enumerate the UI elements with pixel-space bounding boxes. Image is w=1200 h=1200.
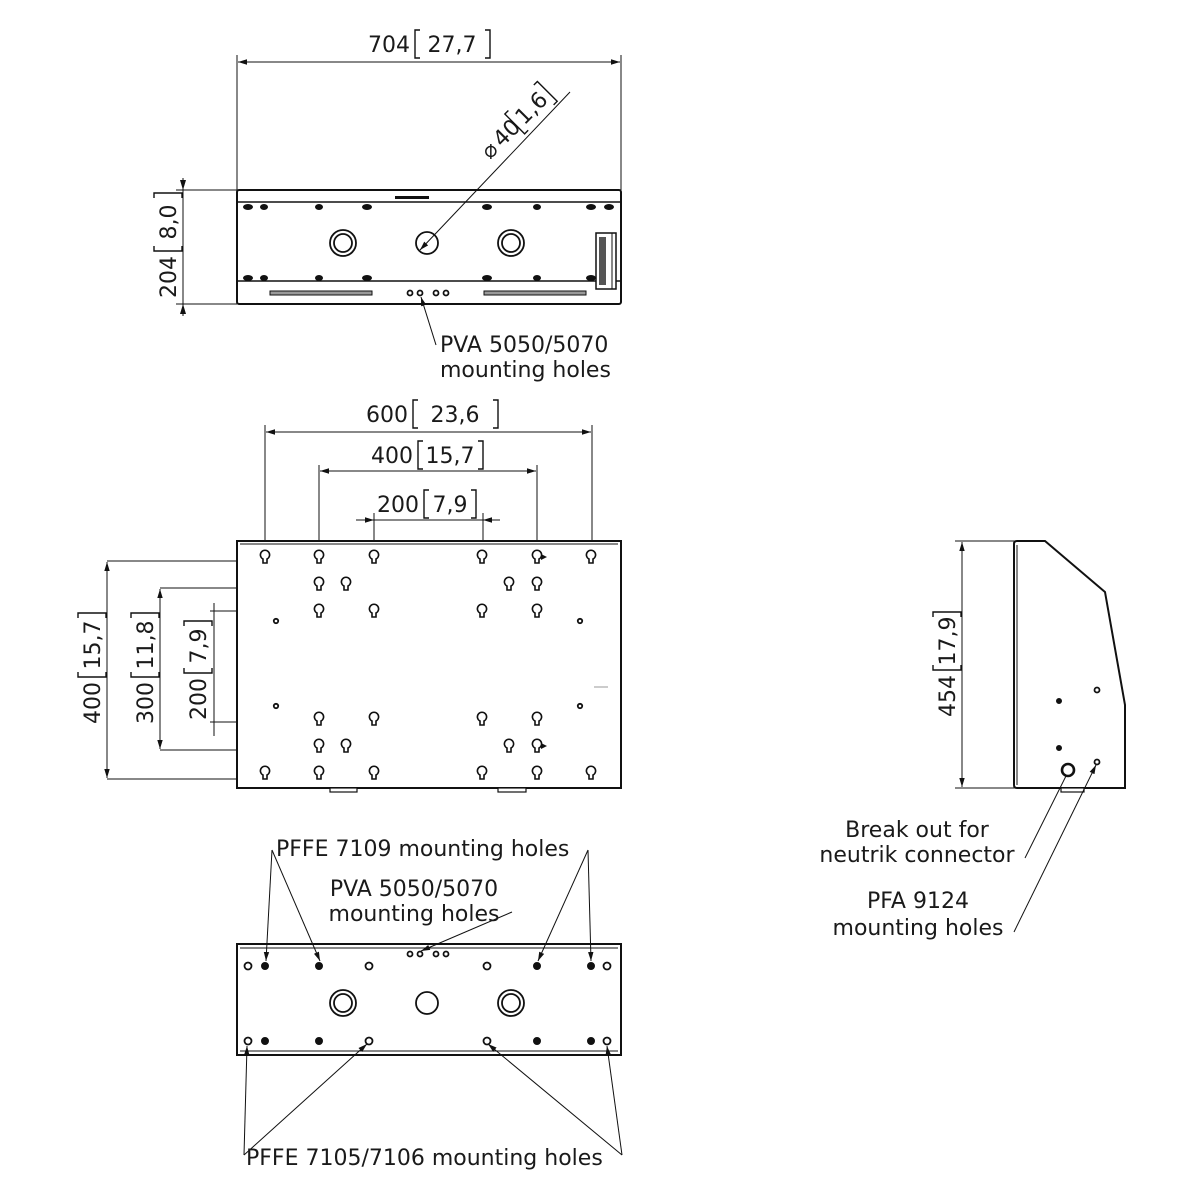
dim-value-inch: 27,7	[428, 33, 477, 58]
keyhole-icon	[585, 765, 597, 780]
big-holes	[329, 989, 525, 1017]
bottom-view: PFFE 7109 mounting holes PVA 5050/5070 m…	[236, 837, 623, 1171]
keyhole-icon	[476, 603, 488, 618]
dim-value-mm: 300	[134, 682, 159, 724]
dim-value-mm: 704	[368, 33, 410, 58]
keyhole-icon	[531, 576, 543, 591]
dim-value-inch: 17,9	[936, 617, 961, 666]
dim-value-inch: 7,9	[187, 629, 212, 664]
dim-value-mm: 200	[187, 678, 212, 720]
keyhole-icon	[259, 765, 271, 780]
keyhole-icon	[503, 738, 515, 753]
front-width-200-dimension: 200 7,9	[356, 489, 500, 550]
keyhole-icon	[368, 711, 380, 726]
pva-label-line1: PVA 5050/5070	[440, 333, 608, 358]
pffe-7109-label: PFFE 7109 mounting holes	[276, 837, 569, 862]
pva-label-line2: mounting holes	[440, 358, 611, 383]
keyhole-icon	[340, 576, 352, 591]
dim-value-inch: 15,7	[426, 444, 475, 469]
pva-label-line2: mounting holes	[329, 902, 500, 927]
small-holes	[272, 617, 584, 710]
keyhole-icon	[313, 549, 325, 564]
keyhole-icon	[313, 711, 325, 726]
top-bumps	[243, 204, 614, 281]
pva-holes	[406, 289, 450, 297]
keyhole-icon	[368, 603, 380, 618]
dim-value-inch: 7,9	[433, 493, 468, 518]
keyhole-icon	[476, 765, 488, 780]
dim-value-inch: 15,7	[81, 621, 106, 670]
front-view: 600 23,6 400 15,7 200 7,9	[77, 399, 622, 793]
keyhole-icon	[340, 738, 352, 753]
dim-value-inch: 8,0	[157, 205, 182, 240]
front-width-400-dimension: 400 15,7	[318, 440, 538, 550]
neutrik-label-line1: Break out for	[845, 818, 990, 843]
keyhole-icon	[368, 549, 380, 564]
side-view-body	[1013, 540, 1126, 789]
keyhole-icon	[531, 765, 543, 780]
keyhole-icon	[259, 549, 271, 564]
keyhole-icon	[476, 711, 488, 726]
dim-value-mm: 600	[366, 403, 408, 428]
keyhole-icon	[313, 603, 325, 618]
dim-value-mm: 204	[157, 256, 182, 298]
dim-value-inch: 23,6	[431, 403, 480, 428]
connector-block	[595, 232, 617, 290]
neutrik-breakout	[1060, 762, 1076, 778]
keyhole-icon	[531, 738, 543, 753]
keyhole-icon	[503, 576, 515, 591]
leader-lines	[243, 849, 623, 1156]
top-height-dimension: 204 8,0	[153, 178, 237, 316]
dim-value-mm: 400	[371, 444, 413, 469]
front-view-body	[236, 540, 622, 789]
side-view: 454 17,9 Break out for neutrik connector…	[819, 540, 1126, 941]
top-view: 704 27,7 204 8,0	[153, 29, 622, 383]
neutrik-label-line2: neutrik connector	[819, 843, 1015, 868]
dim-value-mm: 454	[936, 675, 961, 717]
keyhole-icon	[368, 765, 380, 780]
keyhole-icon	[476, 549, 488, 564]
keyhole-icon	[531, 603, 543, 618]
pva-label-line1: PVA 5050/5070	[330, 877, 498, 902]
keyhole-icon	[313, 576, 325, 591]
dim-value-inch: 1,6	[511, 88, 553, 130]
pfa-label-line2: mounting holes	[833, 916, 1004, 941]
keyhole-pattern	[259, 549, 597, 780]
side-height-dimension: 454 17,9	[932, 540, 1015, 789]
pva-holes	[406, 950, 450, 958]
keyhole-icon	[531, 711, 543, 726]
pffe-7105-label: PFFE 7105/7106 mounting holes	[246, 1146, 603, 1171]
keyhole-icon	[313, 738, 325, 753]
dim-value-mm: 200	[377, 493, 419, 518]
keyhole-icon	[313, 765, 325, 780]
keyhole-icon	[585, 549, 597, 564]
front-height-400-dimension: 400 15,7	[77, 558, 312, 780]
cable-holes	[329, 229, 525, 257]
pfa-label-line1: PFA 9124	[867, 889, 969, 914]
keyhole-icon	[531, 549, 543, 564]
front-width-600-dimension: 600 23,6	[264, 399, 593, 550]
mounting-holes	[243, 961, 612, 1046]
top-width-dimension: 704 27,7	[236, 29, 622, 190]
dim-value-mm: 400	[81, 682, 106, 724]
dim-value-inch: 11,8	[134, 621, 159, 670]
